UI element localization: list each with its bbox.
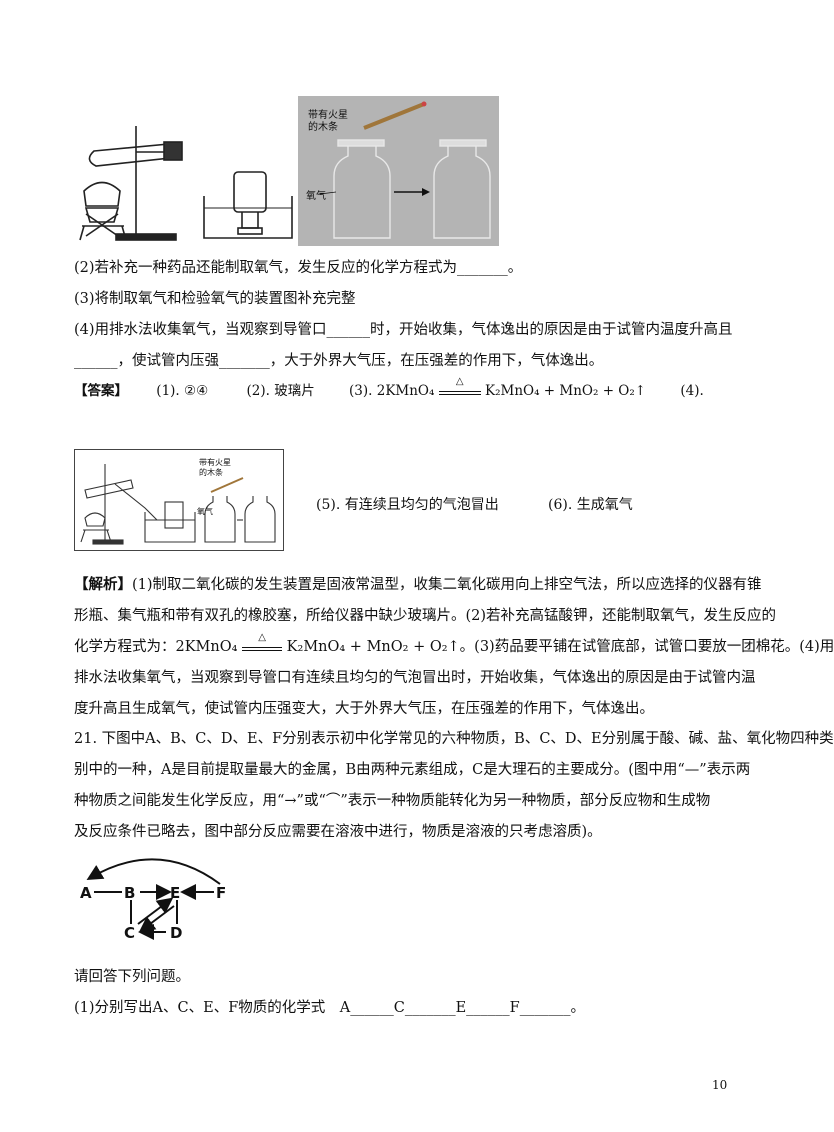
answer-6: (6). 生成氧气 xyxy=(548,497,633,513)
analysis-line-5: 度升高且生成氧气，使试管内压强变大，大于外界大气压，在压强差的作用下，气体逸出。 xyxy=(74,701,654,717)
question-4-line-1: (4)用排水法收集氧气，当观察到导管口______时，开始收集，气体逸出的原因是… xyxy=(74,322,733,338)
answer-3-reactant: (3). 2KMnO₄ xyxy=(349,383,435,399)
q21-line-3: 种物质之间能发生化学反应，用“→”或“⌒”表示一种物质能转化为另一种物质，部分反… xyxy=(74,793,711,809)
analysis-line-1: 【解析】(1)制取二氧化碳的发生装置是固液常温型，收集二氧化碳用向上排空气法，所… xyxy=(74,573,762,594)
node-d: D xyxy=(170,924,182,942)
q21-line-1: 21. 下图中A、B、C、D、E、F分别表示初中化学常见的六种物质，B、C、D、… xyxy=(74,731,834,747)
apparatus-figure-left xyxy=(79,126,293,241)
heat-symbol: △ xyxy=(455,376,464,387)
analysis-text-3b: K₂MnO₄ + MnO₂ + O₂↑。(3)药品要平铺在试管底部，试管口要放一… xyxy=(286,639,834,655)
splint-label: 带有火星 的木条 xyxy=(308,110,348,133)
answer-line: 【答案】 (1). ②④ (2). 玻璃片 (3). 2KMnO₄ △ K₂Mn… xyxy=(74,376,704,399)
equation-equals xyxy=(438,391,481,395)
node-c: C xyxy=(124,924,135,942)
answer-figure-oxygen-label: 氧气 xyxy=(197,507,213,516)
question-4-line-2: ______，使试管内压强_______，大于外界大气压，在压强差的作用下，气体… xyxy=(74,353,604,369)
answer-4: (4). xyxy=(680,383,704,399)
q21-sub-question-1: (1)分别写出A、C、E、F物质的化学式 A______C_______E___… xyxy=(74,1000,585,1016)
question-2: (2)若补充一种药品还能制取氧气，发生反应的化学方程式为_______。 xyxy=(74,260,523,276)
answer-5: (5). 有连续且均匀的气泡冒出 xyxy=(316,497,499,513)
equation-condition: △ xyxy=(438,376,481,395)
answer-apparatus-illustration xyxy=(80,464,276,545)
oxygen-test-photo: 带有火星 的木条 氧气 xyxy=(298,96,499,246)
analysis-heat-symbol: △ xyxy=(258,632,266,643)
q21-relation-diagram: A B E F C D xyxy=(80,858,226,942)
answer-2: (2). 玻璃片 xyxy=(246,383,315,399)
page-number: 10 xyxy=(712,1078,728,1092)
oxygen-label: 氧气 xyxy=(306,191,326,202)
analysis-line-3: 化学方程式为：2KMnO₄ △ K₂MnO₄ + MnO₂ + O₂↑。(3)药… xyxy=(74,632,834,656)
oxygen-bottles-illustration xyxy=(319,101,491,239)
analysis-label: 【解析】 xyxy=(74,576,132,593)
question-3: (3)将制取氧气和检验氧气的装置图补充完整 xyxy=(74,291,356,307)
answer-figure: 带有火星 的木条 氧气 xyxy=(74,449,284,551)
analysis-equation-condition: △ xyxy=(242,632,283,651)
node-f: F xyxy=(216,884,226,902)
q21-line-2: 别中的一种，A是目前提取量最大的金属，B由两种元素组成，C是大理石的主要成分。(… xyxy=(74,762,751,778)
answer-figure-splint-label: 带有火星 的木条 xyxy=(199,458,231,477)
answer-label: 【答案】 xyxy=(74,383,128,399)
analysis-line-2: 形瓶、集气瓶和带有双孔的橡胶塞，所给仪器中缺少玻璃片。(2)若补充高锰酸钾，还能… xyxy=(74,608,777,624)
answer-3-products: K₂MnO₄ + MnO₂ + O₂↑ xyxy=(485,383,647,399)
q21-prompt: 请回答下列问题。 xyxy=(74,969,190,985)
node-a: A xyxy=(80,884,92,902)
analysis-text-3a: 化学方程式为：2KMnO₄ xyxy=(74,639,238,655)
analysis-text-1: (1)制取二氧化碳的发生装置是固液常温型，收集二氧化碳用向上排空气法，所以应选择… xyxy=(132,577,762,593)
node-b: B xyxy=(124,884,135,902)
analysis-equals xyxy=(242,647,283,651)
answer-1: (1). ②④ xyxy=(156,383,209,399)
node-e: E xyxy=(170,884,180,902)
q21-line-4: 及反应条件已略去，图中部分反应需要在溶液中进行，物质是溶液的只考虑溶质)。 xyxy=(74,824,602,840)
analysis-line-4: 排水法收集氧气，当观察到导管口有连续且均匀的气泡冒出时，开始收集，气体逸出的原因… xyxy=(74,670,756,686)
